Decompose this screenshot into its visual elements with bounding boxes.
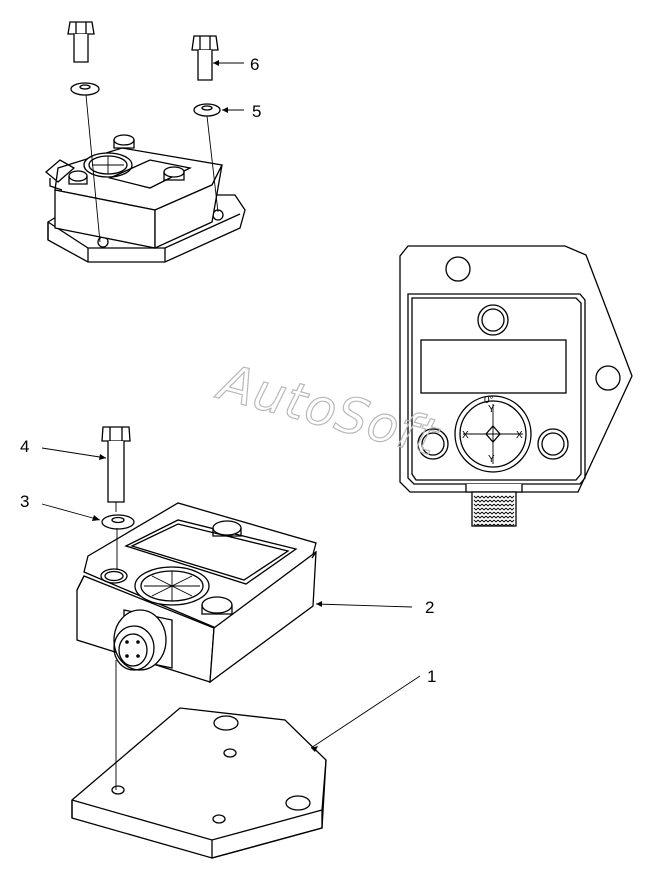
connector-pin-3 (125, 654, 129, 658)
sensor-housing (76, 426, 317, 684)
top-view-connector (465, 484, 523, 527)
connector-pin-2 (136, 640, 140, 644)
callout-5: 5 (252, 102, 261, 121)
bracket-plate (71, 707, 327, 859)
bolt-top-right (191, 35, 219, 81)
compass-y-bottom: Y (488, 454, 495, 465)
connector-m12 (113, 609, 173, 671)
callout-4: 4 (20, 437, 29, 456)
washer-top-left (70, 82, 100, 96)
leader-1 (310, 675, 421, 749)
compass-y-top: Y (488, 404, 495, 415)
washer-3 (101, 514, 135, 530)
connector-pin-4 (136, 654, 140, 658)
callout-6: 6 (250, 55, 259, 74)
callout-3: 3 (20, 492, 29, 511)
leader-4 (41, 447, 107, 459)
top-view: X X Y Y 0° (399, 245, 633, 527)
callout-1: 1 (427, 667, 436, 686)
leader-3 (41, 503, 101, 521)
washer-top-right (193, 103, 221, 117)
assembled-sensor-view (44, 21, 246, 263)
bolt-top-left (67, 21, 95, 63)
compass-x-right: X (516, 430, 523, 441)
compass-zero: 0° (484, 395, 494, 406)
leader-2 (315, 603, 413, 608)
callout-2: 2 (425, 598, 434, 617)
bolt-4 (101, 426, 131, 503)
connector-pin-1 (125, 640, 129, 644)
compass-x-left: X (462, 430, 469, 441)
compass-rose: X X Y Y 0° (454, 395, 532, 473)
